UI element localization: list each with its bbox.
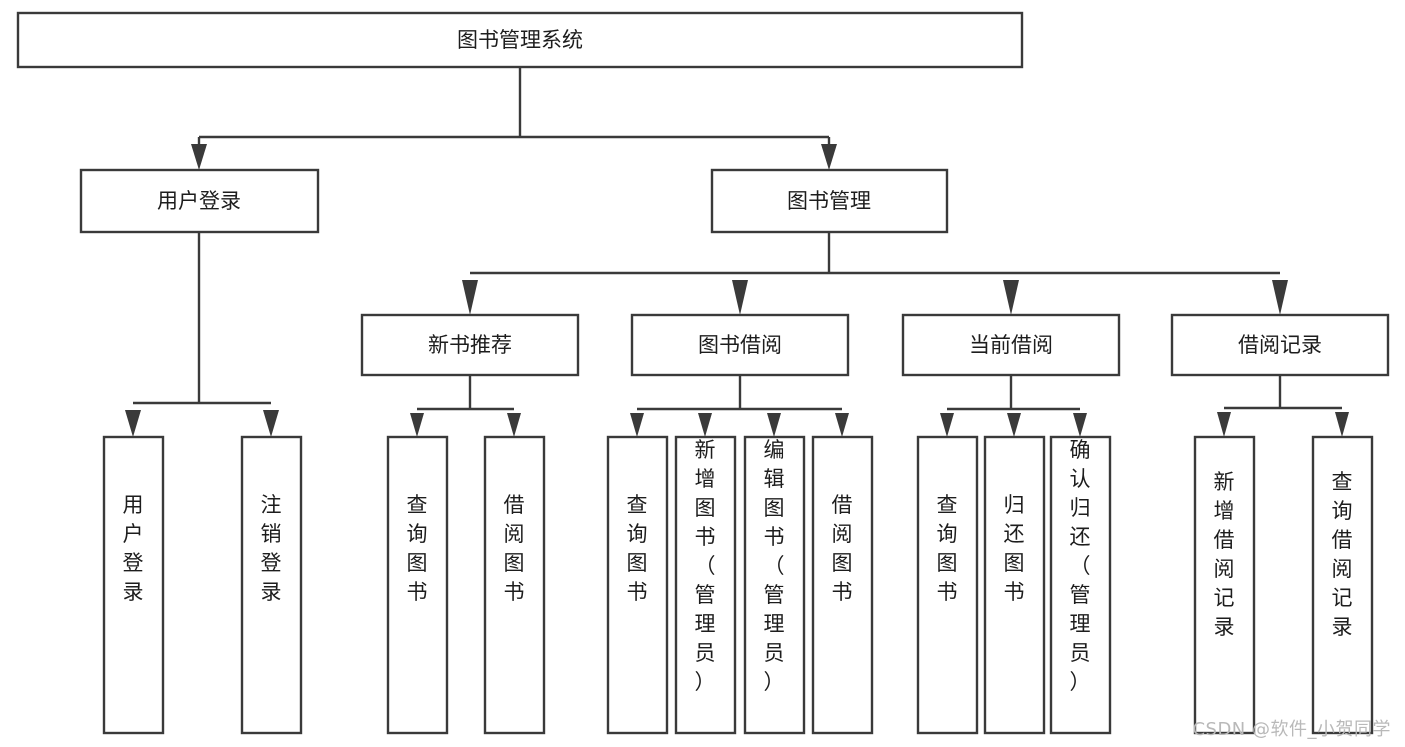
node-leaf-edit-book[interactable]: 编辑图书（管理员） <box>743 435 806 735</box>
node-leaf-query-book-1-box[interactable] <box>386 435 449 735</box>
node-leaf-query-book-3[interactable]: 查询图书 <box>916 435 979 735</box>
node-new-book-rec[interactable]: 新书推荐 <box>360 313 580 377</box>
node-leaf-confirm-return[interactable]: 确认归还（管理员） <box>1049 435 1112 735</box>
node-leaf-return-book[interactable]: 归还图书 <box>983 435 1046 735</box>
arrow-head-leaf-add-record <box>1217 412 1231 437</box>
node-leaf-user-login-box[interactable] <box>102 435 165 735</box>
node-leaf-edit-book-label: 编辑图书（管理员） <box>764 438 785 694</box>
arrow-head-leaf-user-login <box>125 410 141 437</box>
node-leaf-borrow-book-1-box[interactable] <box>483 435 546 735</box>
node-leaf-query-record-box[interactable] <box>1311 435 1374 735</box>
arrow-head-current-borrow <box>1003 280 1019 315</box>
node-leaf-borrow-book-1[interactable]: 借阅图书 <box>483 435 546 735</box>
arrow-head-leaf-logout <box>263 410 279 437</box>
node-leaf-user-login-label: 用户登录 <box>123 493 144 604</box>
node-leaf-add-book[interactable]: 新增图书（管理员） <box>674 435 737 735</box>
node-leaf-edit-book-box[interactable] <box>743 435 806 735</box>
node-leaf-borrow-book-2[interactable]: 借阅图书 <box>811 435 874 735</box>
node-borrow-record[interactable]: 借阅记录 <box>1170 313 1390 377</box>
node-root-label: 图书管理系统 <box>457 28 583 52</box>
node-leaf-query-record[interactable]: 查询借阅记录 <box>1311 435 1374 735</box>
node-borrow-record-label: 借阅记录 <box>1238 333 1322 357</box>
node-leaf-query-book-3-box[interactable] <box>916 435 979 735</box>
node-leaf-query-book-3-label: 查询图书 <box>937 493 958 604</box>
arrow-head-leaf-query-record <box>1335 412 1349 437</box>
node-leaf-add-record-label: 新增借阅记录 <box>1214 470 1235 639</box>
arrow-head-user-login <box>191 144 207 170</box>
node-leaf-borrow-book-1-label: 借阅图书 <box>504 493 525 604</box>
arrow-head-leaf-edit-book <box>767 413 781 437</box>
node-leaf-query-book-2[interactable]: 查询图书 <box>606 435 669 735</box>
arrow-head-book-borrow <box>732 280 748 315</box>
node-book-manage-label: 图书管理 <box>787 189 871 213</box>
arrow-head-leaf-query-book-3 <box>940 413 954 437</box>
node-leaf-user-login[interactable]: 用户登录 <box>102 435 165 735</box>
arrow-head-leaf-return-book <box>1007 413 1021 437</box>
node-book-manage-box[interactable] <box>710 168 949 234</box>
node-user-login-box[interactable] <box>79 168 320 234</box>
node-leaf-confirm-return-box[interactable] <box>1049 435 1112 735</box>
node-leaf-query-book-2-label: 查询图书 <box>627 493 648 604</box>
node-leaf-confirm-return-label: 确认归还（管理员） <box>1070 438 1091 694</box>
arrow-head-leaf-add-book <box>698 413 712 437</box>
node-leaf-query-book-2-box[interactable] <box>606 435 669 735</box>
node-leaf-add-book-label: 新增图书（管理员） <box>695 438 716 694</box>
node-user-login-label: 用户登录 <box>157 189 241 213</box>
node-user-login[interactable]: 用户登录 <box>79 168 320 234</box>
node-leaf-borrow-book-2-label: 借阅图书 <box>832 493 853 604</box>
arrow-head-leaf-query-book-2 <box>630 413 644 437</box>
node-leaf-logout-box[interactable] <box>240 435 303 735</box>
arrow-head-leaf-confirm-return <box>1073 413 1087 437</box>
arrow-head-leaf-borrow-book-2 <box>835 413 849 437</box>
connector-layer <box>125 67 1349 437</box>
node-root[interactable]: 图书管理系统 <box>16 11 1024 69</box>
node-book-borrow-label: 图书借阅 <box>698 333 782 357</box>
node-leaf-add-record-box[interactable] <box>1193 435 1256 735</box>
arrow-head-borrow-record <box>1272 280 1288 315</box>
node-leaf-add-record[interactable]: 新增借阅记录 <box>1193 435 1256 735</box>
arrow-head-leaf-borrow-book-1 <box>507 413 521 437</box>
node-leaf-add-book-box[interactable] <box>674 435 737 735</box>
node-leaf-return-book-box[interactable] <box>983 435 1046 735</box>
node-leaf-query-book-1-label: 查询图书 <box>407 493 428 604</box>
node-current-borrow-box[interactable] <box>901 313 1121 377</box>
node-leaf-return-book-label: 归还图书 <box>1004 493 1025 604</box>
arrow-head-leaf-query-book-1 <box>410 413 424 437</box>
node-leaf-query-record-label: 查询借阅记录 <box>1332 470 1353 639</box>
node-book-borrow[interactable]: 图书借阅 <box>630 313 850 377</box>
node-new-book-rec-box[interactable] <box>360 313 580 377</box>
node-root-box[interactable] <box>16 11 1024 69</box>
node-leaf-logout-label: 注销登录 <box>261 493 282 604</box>
node-new-book-rec-label: 新书推荐 <box>428 333 512 357</box>
node-book-borrow-box[interactable] <box>630 313 850 377</box>
node-leaf-logout[interactable]: 注销登录 <box>240 435 303 735</box>
node-book-manage[interactable]: 图书管理 <box>710 168 949 234</box>
node-leaf-borrow-book-2-box[interactable] <box>811 435 874 735</box>
arrow-head-book-manage <box>821 144 837 170</box>
node-current-borrow-label: 当前借阅 <box>969 333 1053 357</box>
node-leaf-query-book-1[interactable]: 查询图书 <box>386 435 449 735</box>
node-current-borrow[interactable]: 当前借阅 <box>901 313 1121 377</box>
arrow-head-new-book-rec <box>462 280 478 315</box>
node-borrow-record-box[interactable] <box>1170 313 1390 377</box>
